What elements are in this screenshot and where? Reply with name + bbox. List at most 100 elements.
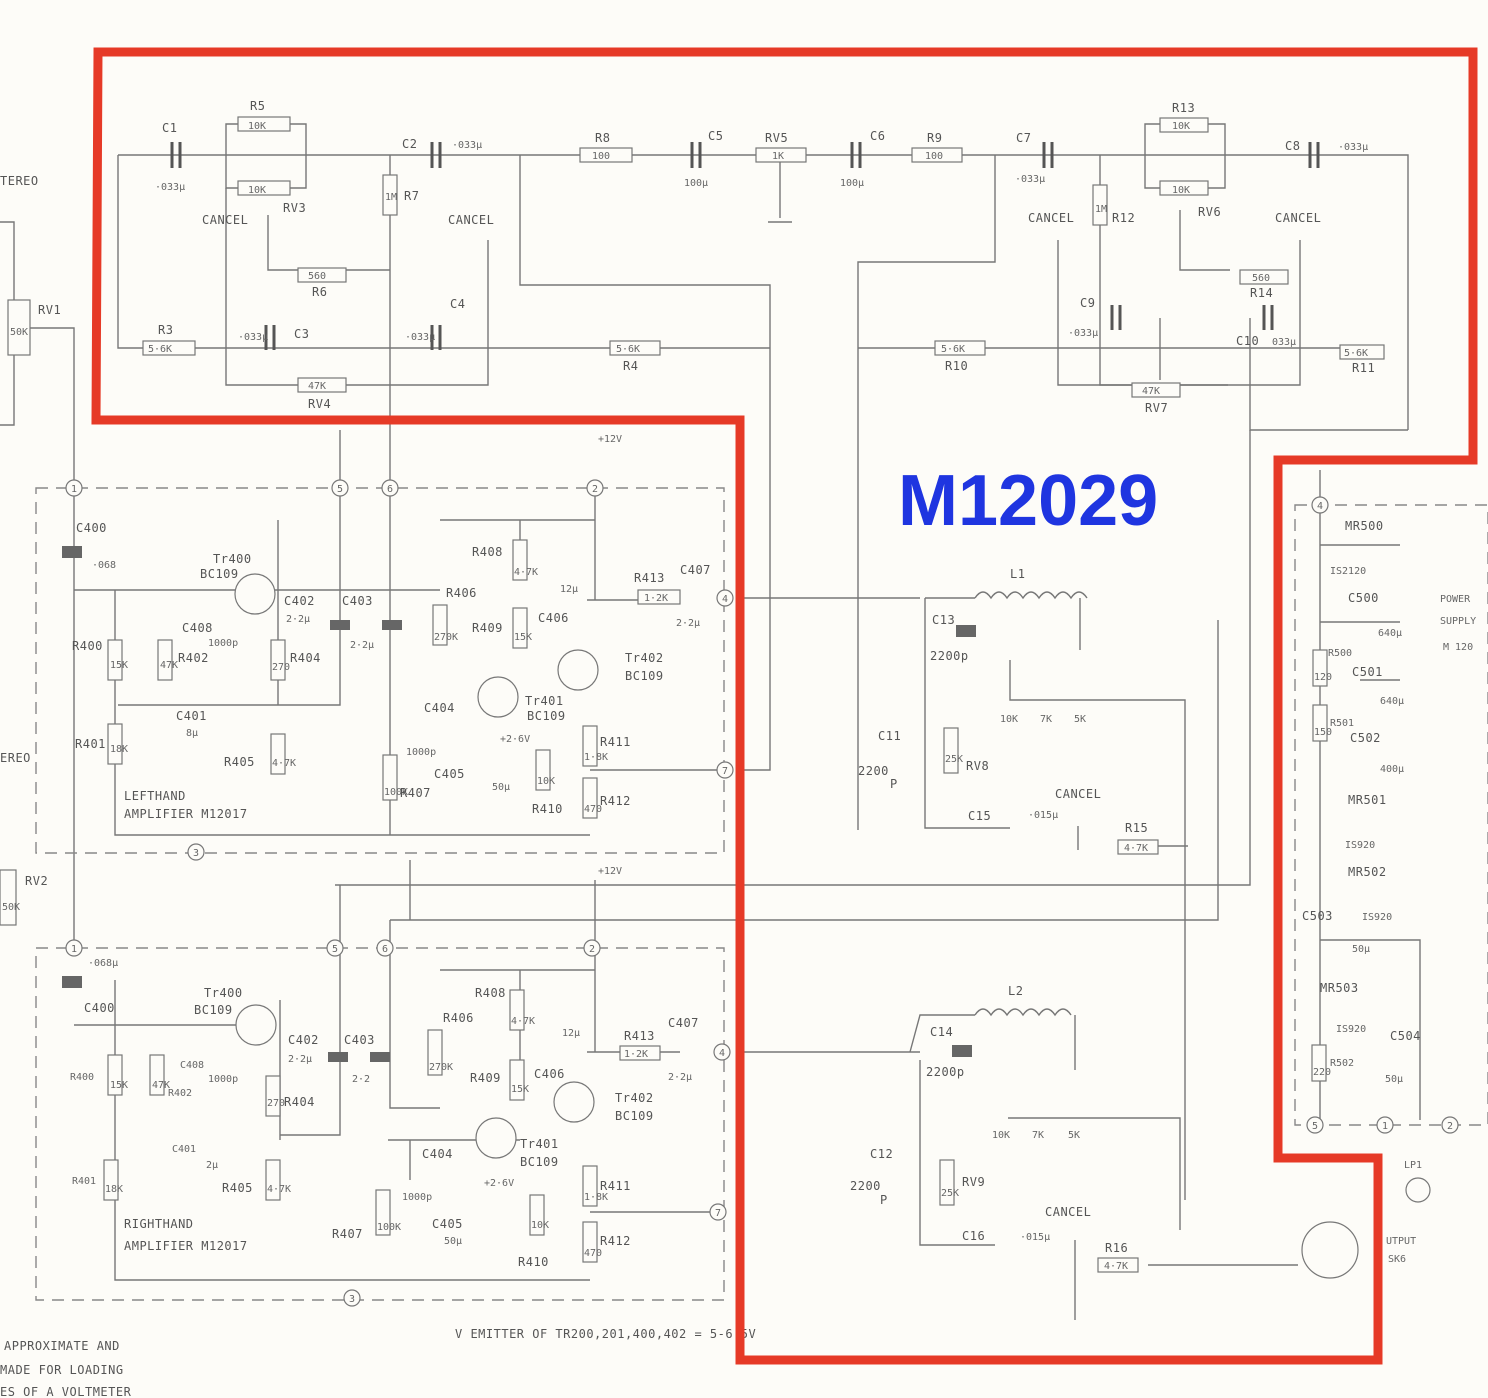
r3-body: [142, 340, 196, 356]
rv4-value: 47K: [308, 381, 326, 392]
left-edge: TEREO 50K RV1 EREO 50K RV2: [0, 174, 75, 948]
rv5-label: RV5: [765, 131, 788, 145]
r11-value: 5·6K: [1344, 348, 1368, 359]
r406-body: [432, 604, 448, 646]
c8-label: C8: [1285, 139, 1300, 153]
c7-label: C7: [1016, 131, 1031, 145]
r7-body: [382, 174, 398, 216]
rv6-label: RV6: [1198, 205, 1221, 219]
rv8-body: [943, 727, 959, 774]
r500-value: 120: [1314, 672, 1332, 683]
tuned-bottom: L2 C14 2200p 10K 7K 5K C12 2200 P 25K RV…: [850, 984, 1298, 1320]
r413r-value: 1·2K: [624, 1049, 648, 1060]
c10-value: 033µ: [1272, 337, 1296, 348]
rv5-body: [755, 147, 807, 163]
r6-value: 560: [308, 271, 326, 282]
r401r-value: 18K: [105, 1184, 123, 1195]
r9-label: R9: [927, 131, 942, 145]
l2-tap-5k: 5K: [1068, 1130, 1080, 1141]
pin-3-left-label: 3: [193, 848, 199, 859]
tr400-label: Tr400: [213, 552, 252, 566]
pin-6-left: [381, 479, 399, 497]
output-label-1: UTPUT: [1386, 1236, 1416, 1247]
mr500-label: MR500: [1345, 519, 1384, 533]
pin-3-right: [343, 1289, 361, 1307]
c3-label: C3: [294, 327, 309, 341]
c406r-label: C406: [534, 1067, 565, 1081]
c407r-value: 2·2µ: [668, 1072, 692, 1083]
r500-body: [1312, 649, 1328, 687]
r16-body: [1097, 1257, 1139, 1273]
c405r-value: 50µ: [444, 1236, 462, 1247]
r15-value: 4·7K: [1124, 843, 1148, 854]
tr402-symbol: [557, 649, 599, 691]
r402r-body: [149, 1054, 165, 1096]
top-filter-wiring: [117, 123, 1409, 830]
lp1-label: LP1: [1404, 1160, 1422, 1171]
mr501-label: MR501: [1348, 793, 1387, 807]
r400-body: [107, 639, 123, 681]
footnote-line-3: ES OF A VOLTMETER: [0, 1385, 132, 1398]
filter-top-left: R5 10K 10K RV3 C1 ·033µ C2 ·033µ R7 1M C…: [142, 99, 661, 411]
c12-value: 2200: [850, 1179, 881, 1193]
pin-nodes: 1 5 6 2 4 7 3 1 5 6 2 4 7 3: [65, 479, 734, 1307]
pin-1-power-label: 1: [1382, 1121, 1388, 1132]
l1-tap-5k: 5K: [1074, 714, 1086, 725]
r407r-body: [375, 1189, 391, 1236]
r413r-label: R413: [624, 1029, 655, 1043]
c405r-label: C405: [432, 1217, 463, 1231]
rv4-label: RV4: [308, 397, 331, 411]
r402r-value: 47K: [152, 1080, 170, 1091]
pin-4-power: [1311, 496, 1329, 514]
r404-value: 270: [272, 662, 290, 673]
r412-label: R412: [600, 794, 631, 808]
amp-left-title: LEFTHAND: [124, 789, 186, 803]
r401-body: [107, 723, 123, 765]
r410-body: [535, 749, 551, 791]
rv7-body: [1131, 382, 1181, 398]
output-label-2: SK6: [1388, 1254, 1406, 1265]
mr503-label: MR503: [1320, 981, 1359, 995]
tr400-symbol: [234, 573, 276, 615]
c500-value: 640µ: [1378, 628, 1402, 639]
c16-label: C16: [962, 1229, 985, 1243]
r5-label: R5: [250, 99, 265, 113]
c5-value: 100µ: [684, 178, 708, 189]
r404-label: R404: [290, 651, 321, 665]
r402-value: 47K: [160, 660, 178, 671]
r405r-body: [265, 1159, 281, 1201]
r12-label: R12: [1112, 211, 1135, 225]
l1-tap-10k: 10K: [1000, 714, 1018, 725]
r4-label: R4: [623, 359, 638, 373]
tr400-type: BC109: [200, 567, 239, 581]
c9-label: C9: [1080, 296, 1095, 310]
pin-5-left-label: 5: [337, 484, 343, 495]
module-title: M12029: [898, 461, 1158, 541]
l2-tap-10k: 10K: [992, 1130, 1010, 1141]
tr400r-type: BC109: [194, 1003, 233, 1017]
cancel-b-label: CANCEL: [448, 213, 494, 227]
r400r-body: [107, 1054, 123, 1096]
c408r-label: C408: [180, 1060, 204, 1071]
amp-left-frame: [35, 487, 725, 854]
pin-2-power-label: 2: [1447, 1121, 1453, 1132]
r412r-body: [582, 1221, 598, 1263]
r404-body: [270, 639, 286, 681]
r407-body: [382, 754, 398, 801]
power-wiring: [1319, 470, 1421, 1120]
c5-label: C5: [708, 129, 723, 143]
r407r-value: 100K: [377, 1222, 401, 1233]
power-supply: MR500 IS2120 C500 640µ POWER SUPPLY M 12…: [1294, 470, 1488, 1279]
c15-value: ·015µ: [1028, 810, 1058, 821]
r409-body: [512, 607, 528, 649]
r411-value: 1·8K: [584, 752, 608, 763]
r9-value: 100: [925, 151, 943, 162]
l1-coil: [974, 591, 1088, 600]
pin-4-power-label: 4: [1317, 501, 1323, 512]
c404r-label: C404: [422, 1147, 453, 1161]
c400r-body: [62, 976, 82, 988]
r14-value: 560: [1252, 273, 1270, 284]
c1-value: ·033µ: [155, 182, 185, 193]
r408-body: [512, 539, 528, 581]
r3-label: R3: [158, 323, 173, 337]
